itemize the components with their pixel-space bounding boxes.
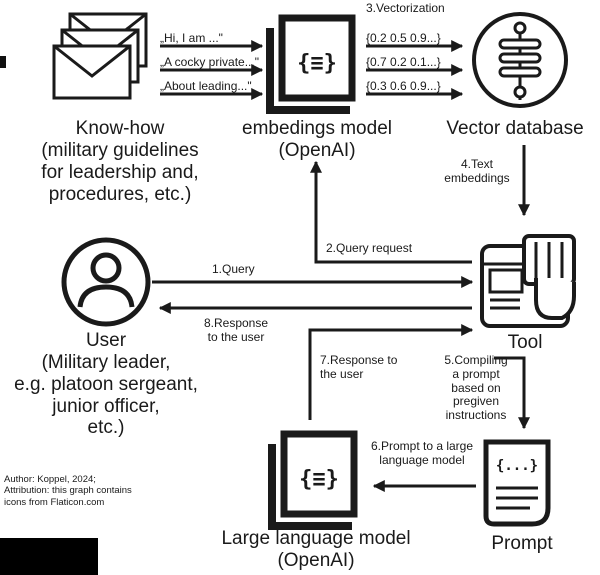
- step-prompt-to-llm-label: 6.Prompt to a large language model: [360, 439, 484, 468]
- user-title: User: [85, 330, 127, 351]
- step-compiling-label: 5.Compiling a prompt based on pregiven i…: [432, 353, 520, 423]
- step-llm-response-label: 7.Response to the user: [320, 353, 398, 382]
- quote-text: „Hi, I am ...": [160, 31, 223, 45]
- step-line: embeddings: [444, 170, 510, 185]
- step-line: to the user: [207, 329, 265, 344]
- credit-line: Attribution: this graph contains: [4, 485, 132, 497]
- svg-text:{≡}: {≡}: [297, 51, 337, 76]
- arrow-compiling: [494, 356, 530, 430]
- step-response-user-label: 8.Response to the user: [186, 316, 286, 345]
- embeddings-model-icon: {≡}: [266, 14, 356, 114]
- step-query-label: 1.Query: [212, 262, 255, 276]
- prompt-label: Prompt: [491, 533, 553, 554]
- knowhow-desc-line: for leadership and,: [41, 161, 199, 183]
- step-line: pregiven: [452, 394, 500, 409]
- step-query-request-label: 2.Query request: [326, 241, 413, 255]
- llm-sub: (OpenAI): [277, 549, 355, 571]
- step-line: the user: [320, 366, 364, 381]
- user-icon: [61, 237, 151, 327]
- vectordb-label: Vector database: [446, 118, 584, 139]
- llm-label: Large language model (OpenAI): [196, 528, 436, 572]
- prompt-document-icon: {...}: [483, 439, 551, 527]
- svg-text:{...}: {...}: [496, 458, 538, 474]
- user-label: User (Military leader, e.g. platoon serg…: [0, 330, 212, 439]
- user-desc-line: e.g. platoon sergeant,: [14, 373, 198, 395]
- user-desc-line: junior officer,: [52, 395, 160, 417]
- step-vectorization-label: 3.Vectorization: [366, 1, 445, 15]
- quote-text: „A cocky private...": [160, 55, 259, 69]
- user-desc-line: etc.): [87, 417, 125, 439]
- quote-text: „About leading...": [160, 79, 252, 93]
- vector-text: {0.3 0.6 0.9...}: [366, 79, 441, 93]
- step-line: instructions: [445, 408, 507, 423]
- step-line: based on: [451, 380, 501, 395]
- step-line: 7.Response to: [320, 353, 398, 367]
- arrow-llm-response: [308, 324, 474, 420]
- knowhow-desc-line: (military guidelines: [41, 139, 199, 161]
- embeddings-sub: (OpenAI): [278, 139, 356, 161]
- step-line: 5.Compiling: [444, 353, 508, 367]
- edge-mark: [0, 56, 6, 68]
- llm-title: Large language model: [221, 528, 411, 549]
- step-text-embeddings-label: 4.Text embeddings: [432, 157, 522, 186]
- embeddings-title: embedings model: [242, 118, 392, 139]
- knowhow-desc-line: procedures, etc.): [48, 183, 192, 205]
- credit-line: Author: Koppel, 2024;: [4, 474, 96, 485]
- envelopes-icon: [52, 12, 148, 100]
- step-line: 6.Prompt to a large: [370, 439, 474, 453]
- arrow-query-request: [310, 160, 472, 264]
- step-line: 4.Text: [460, 157, 493, 171]
- tool-label: Tool: [507, 332, 543, 353]
- credit-line: icons from Flaticon.com: [4, 496, 105, 508]
- llm-model-icon: {≡}: [268, 430, 358, 530]
- step-line: language model: [379, 452, 465, 467]
- knowhow-label: Know-how (military guidelines for leader…: [0, 118, 240, 205]
- user-desc-line: (Military leader,: [41, 351, 171, 373]
- vector-database-icon: [472, 12, 568, 108]
- tool-icon: [480, 234, 576, 328]
- step-line: 8.Response: [203, 316, 269, 330]
- knowhow-title: Know-how: [75, 118, 165, 139]
- vector-text: {0.7 0.2 0.1...}: [366, 55, 441, 69]
- step-line: a prompt: [452, 366, 500, 381]
- vector-text: {0.2 0.5 0.9...}: [366, 31, 441, 45]
- black-box: [0, 538, 98, 575]
- svg-text:{≡}: {≡}: [299, 467, 339, 492]
- credit-text: Author: Koppel, 2024; Attribution: this …: [4, 474, 164, 508]
- embeddings-label: embedings model (OpenAI): [217, 118, 417, 162]
